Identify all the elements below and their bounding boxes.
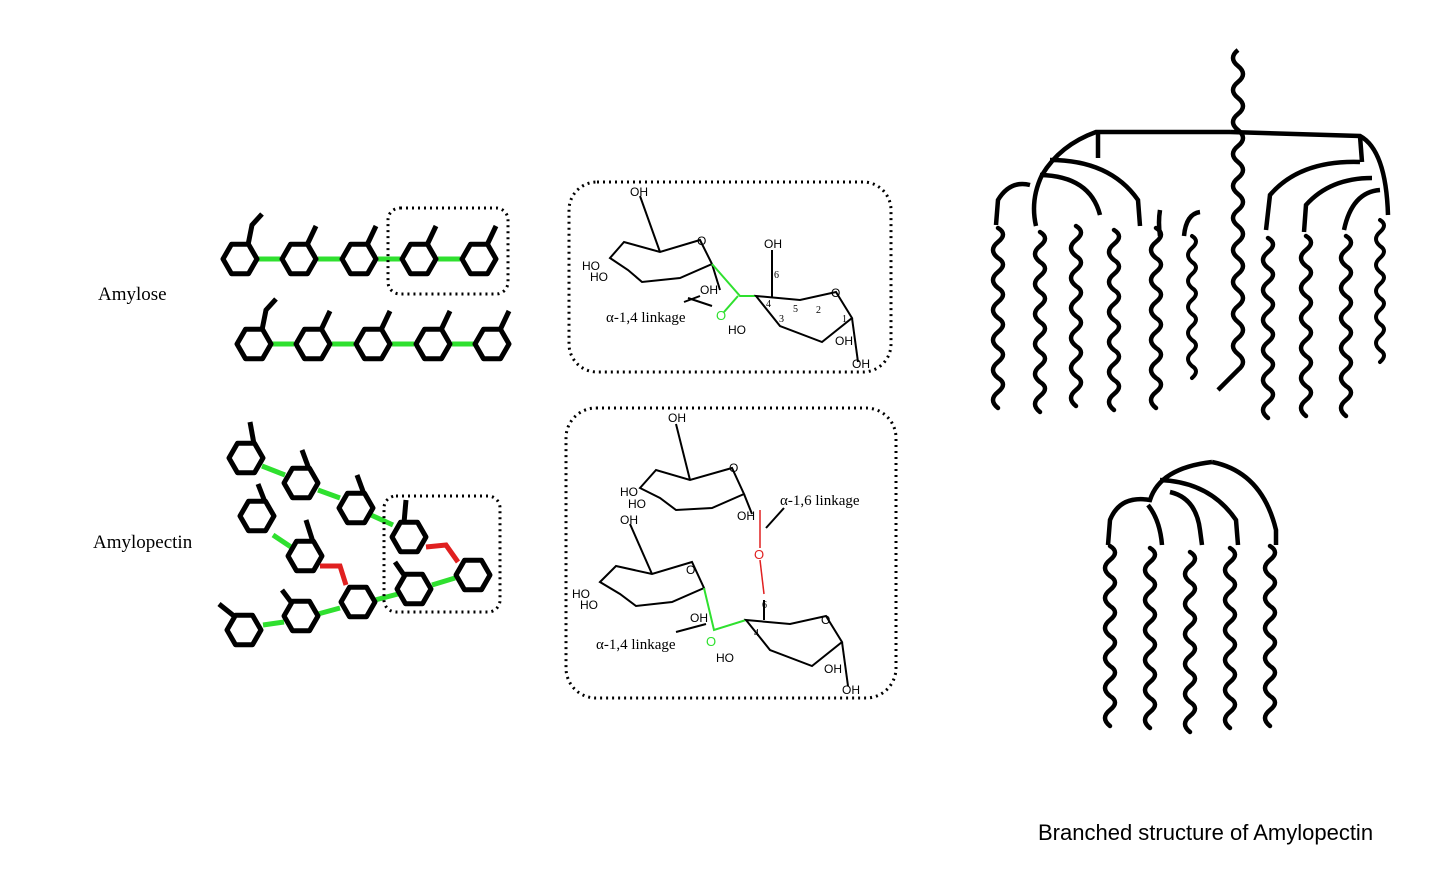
label-ho: HO — [728, 323, 746, 337]
carbon-number: 2 — [816, 305, 821, 316]
amylopectin-highlight-box — [382, 494, 502, 614]
glycosidic-oxygen: O — [706, 634, 716, 649]
carbon-number: 1 — [842, 314, 847, 325]
label-ho: HO — [628, 497, 646, 511]
amylose-label: Amylose — [98, 284, 167, 305]
glucose-ring — [288, 519, 322, 571]
label-oh: OH — [737, 509, 755, 523]
glucose-ring — [462, 224, 496, 274]
linkage-label: α-1,4 linkage — [596, 637, 676, 653]
label-ho: HO — [620, 485, 638, 499]
glycosidic-oxygen: O — [754, 547, 764, 562]
label-oh: OH — [842, 683, 860, 697]
carbon-number: 4 — [754, 628, 759, 639]
label-ho: HO — [590, 270, 608, 284]
ring-oxygen: O — [831, 286, 840, 300]
glucose-ring — [240, 483, 274, 531]
glucose-ring — [416, 309, 450, 359]
glucose-ring — [280, 588, 318, 631]
carbon-number: 3 — [779, 314, 784, 325]
ring-oxygen: O — [729, 461, 738, 475]
glucose-ring — [223, 212, 264, 274]
label-oh: OH — [764, 237, 782, 251]
label-oh: OH — [620, 513, 638, 527]
glucose-ring — [475, 309, 509, 359]
amylopectin-label: Amylopectin — [93, 532, 193, 553]
glucose-ring — [392, 560, 431, 604]
glucose-ring — [237, 297, 278, 359]
glucose-ring — [356, 309, 390, 359]
label-oh: OH — [824, 662, 842, 676]
label-ho: HO — [716, 651, 734, 665]
glucose-ring — [284, 449, 318, 498]
linkage-label: α-1,6 linkage — [780, 493, 860, 509]
label-oh: OH — [852, 357, 870, 371]
label-ho: HO — [572, 587, 590, 601]
glucose-ring — [296, 309, 330, 359]
glucose-ring — [229, 421, 263, 473]
glucose-ring — [342, 224, 376, 274]
label-oh: OH — [700, 283, 718, 297]
glucose-ring — [282, 224, 316, 274]
amylose-chain-1 — [223, 212, 496, 274]
label-oh: OH — [690, 611, 708, 625]
carbon-number: 6 — [774, 270, 779, 281]
carbon-number: 6 — [762, 600, 767, 611]
label-oh: OH — [630, 185, 648, 199]
label-oh: OH — [668, 411, 686, 425]
glucose-ring — [402, 224, 436, 274]
ring-oxygen: O — [697, 234, 706, 248]
glucose-ring — [217, 602, 261, 645]
label-oh: OH — [835, 334, 853, 348]
amylose-highlight-box — [386, 206, 510, 296]
ring-oxygen: O — [821, 613, 830, 627]
label-ho: HO — [580, 598, 598, 612]
ring-oxygen: O — [686, 563, 695, 577]
glycosidic-oxygen: O — [716, 308, 726, 323]
glucose-ring — [339, 474, 373, 523]
glucose-ring — [392, 499, 426, 552]
amylopectin-chains — [217, 421, 490, 645]
linkage-label: α-1,4 linkage — [606, 310, 686, 326]
carbon-number: 5 — [793, 304, 798, 315]
carbon-number: 4 — [766, 299, 771, 310]
amylose-chain-2 — [237, 297, 509, 359]
figure-caption: Branched structure of Amylopectin — [1038, 820, 1374, 845]
label-ho: HO — [582, 259, 600, 273]
